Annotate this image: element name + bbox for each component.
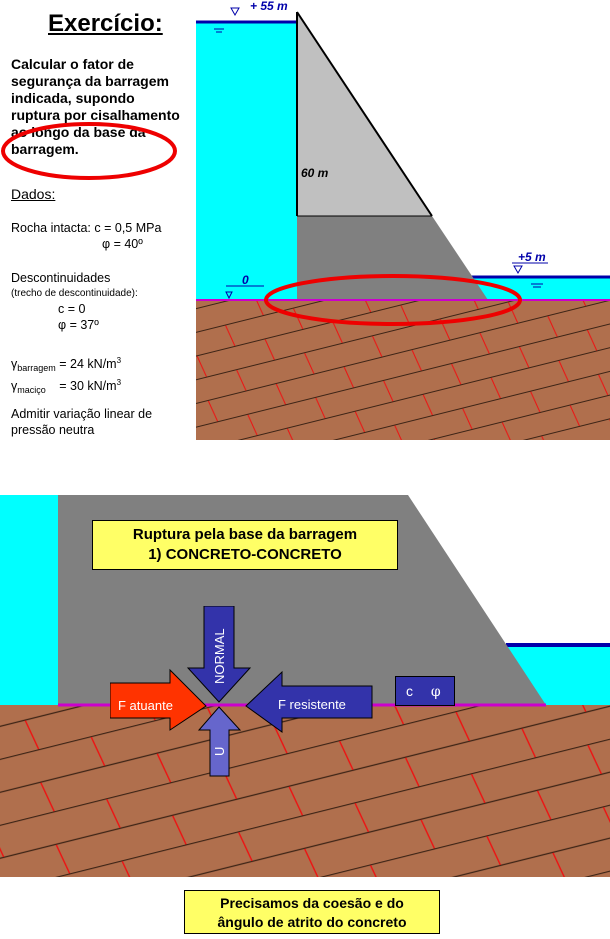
problem-statement: Calcular o fator de segurança da barrage… <box>11 56 201 158</box>
level-base-label: 0 <box>242 273 249 287</box>
problem-line: ruptura por cisalhamento <box>11 107 180 123</box>
gamma-value: = 30 kN/m <box>59 379 117 394</box>
level-marker-base-icon <box>225 285 264 300</box>
reservoir-water <box>196 22 297 300</box>
problem-line: indicada, supondo <box>11 90 135 106</box>
gamma-macico: γmaciço = 30 kN/m3 <box>11 375 121 398</box>
dados-heading: Dados: <box>11 186 56 202</box>
callout-line2: 1) CONCRETO-CONCRETO <box>148 546 342 563</box>
u-arrow <box>197 706 242 777</box>
level-top-label: + 55 m <box>250 0 288 13</box>
dam-lower <box>297 216 488 300</box>
f-resistente-arrow <box>245 670 373 733</box>
exercise-title: Exercício: <box>48 10 163 37</box>
problem-line: barragem. <box>11 141 79 157</box>
problem-line: segurança da barragem <box>11 73 169 89</box>
gamma-exp: 3 <box>116 356 122 365</box>
gamma-symbol: γ <box>11 379 18 394</box>
gamma-sub: barragem <box>17 363 56 374</box>
conclusion-line2: ângulo de atrito do concreto <box>217 914 407 930</box>
gamma-exp: 3 <box>116 378 122 387</box>
rupture-callout: Ruptura pela base da barragem 1) CONCRET… <box>92 520 398 570</box>
rock-foundation <box>0 705 610 877</box>
rocha-phi: φ = 40º <box>102 237 143 251</box>
base-rupture-diagram <box>0 495 610 877</box>
height-label: 60 m <box>301 166 329 180</box>
c-label: c <box>406 683 413 699</box>
downstream-water <box>471 277 610 300</box>
normal-label: NORMAL <box>212 628 227 684</box>
gamma-symbol: γ <box>11 357 18 372</box>
level-marker-top-icon <box>214 7 240 33</box>
reservoir-water <box>0 495 58 705</box>
rock-foundation <box>196 300 610 440</box>
conclusion-line1: Precisamos da coesão e do <box>220 895 404 911</box>
u-label: U <box>212 747 227 756</box>
phi-label: φ <box>430 684 441 700</box>
gamma-value: = 24 kN/m <box>59 357 117 372</box>
descontinuidades-sub: (trecho de descontinuidade): <box>11 288 138 299</box>
gamma-sub: maciço <box>17 385 46 396</box>
highlight-ellipse-text <box>1 122 177 180</box>
f-atuante-arrow <box>110 668 207 731</box>
level-marker-downstream-icon <box>512 262 548 288</box>
admitir-line2: pressão neutra <box>11 423 95 437</box>
c-phi-box: c φ <box>395 676 455 706</box>
normal-arrow <box>186 606 252 703</box>
force-arrows: NORMAL F atuante F resistente U <box>110 606 373 777</box>
rocha-intacta-line: Rocha intacta: c = 0,5 MPa <box>11 221 162 235</box>
highlight-ellipse-base <box>264 274 522 326</box>
f-resistente-label: F resistente <box>278 697 346 712</box>
descontinuidades-label: Descontinuidades <box>11 271 111 285</box>
f-atuante-label: F atuante <box>118 698 173 713</box>
callout-line1: Ruptura pela base da barragem <box>132 526 358 543</box>
admitir-line1: Admitir variação linear de <box>11 407 153 421</box>
problem-line: Calcular o fator de <box>11 56 134 72</box>
dam-diagram: + 55 m 60 m 0 +5 m <box>196 0 610 440</box>
level-downstream-label: +5 m <box>518 250 546 264</box>
descontinuidades-c: c = 0 <box>58 302 86 316</box>
descontinuidades-phi: φ = 37º <box>58 318 99 332</box>
conclusion-callout: Precisamos da coesão e do ângulo de atri… <box>184 890 440 934</box>
gamma-barragem: γbarragem = 24 kN/m3 <box>11 353 121 376</box>
